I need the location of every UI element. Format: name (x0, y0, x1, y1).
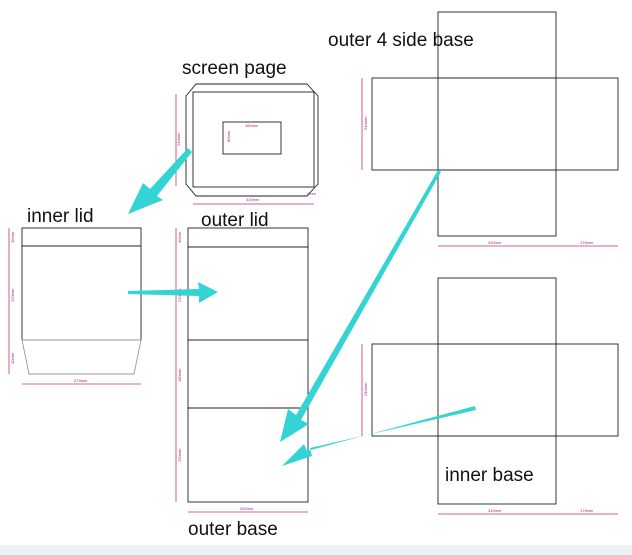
inner-lid-main-panel (21, 245, 142, 341)
inner-lid-mid-dim: 170mm (10, 288, 15, 302)
inner-base-top-panel (437, 277, 557, 345)
inner-lid-label: inner lid (27, 206, 94, 227)
outer4-flap-dim: 175mm (580, 240, 594, 245)
screen-page-label: screen page (182, 58, 287, 79)
outer-lid-low-panel (187, 339, 309, 409)
inner-base: inner base 240mm 310mm 175mm (361, 277, 619, 515)
inner-lid-width-dim: 274mm (74, 378, 88, 383)
outer-base-label: outer base (188, 519, 278, 540)
outer4-bottom-panel (437, 169, 557, 237)
outer-base: outer base 40mm 210mm 180mm 250mm 300mm (175, 228, 309, 540)
arrows (128, 148, 476, 466)
inner-base-label: inner base (445, 465, 534, 486)
arrow-inner-lid-to-outer-lid (128, 282, 218, 303)
outer4-middle-panel (371, 77, 619, 171)
screen-window (222, 121, 282, 155)
arrow-inner-base-to-outer-base (282, 406, 476, 466)
screen-page-panel (192, 91, 315, 188)
arrow-screen-to-inner-lid (128, 148, 192, 214)
screen-edge-dim: 4mm (307, 191, 317, 196)
inner-base-flap-dim: 175mm (580, 508, 594, 513)
outer-lid-base-dim: 250mm (177, 448, 182, 462)
bottom-strip (0, 545, 632, 555)
screen-page: screen page 160mm 80mm 240mm 310mm 4mm (175, 58, 319, 205)
screen-window-dim: 160mm (245, 123, 259, 128)
inner-base-width-dim: 310mm (488, 508, 502, 513)
inner-lid-top-dim: 40mm (10, 231, 15, 243)
inner-lid-bottom-flap (21, 339, 142, 375)
screen-width-dim: 310mm (246, 197, 260, 202)
outer4-width-dim: 310mm (488, 240, 502, 245)
inner-lid-top-strip (21, 227, 142, 247)
outer-base-width-dim: 300mm (240, 506, 254, 511)
inner-base-bottom-panel (437, 435, 557, 505)
inner-base-height-dim: 240mm (363, 382, 368, 396)
outer-lid-top-dim: 40mm (177, 231, 182, 243)
inner-lid-bottom-dim: 40mm (10, 352, 15, 364)
inner-base-middle-panel (371, 343, 619, 437)
screen-height-dim: 240mm (176, 132, 181, 146)
arrow-outer4-to-outer-base (280, 170, 441, 442)
screen-page-outline (185, 83, 319, 197)
outer-lid: outer lid (187, 210, 309, 409)
screen-window-h-dim: 80mm (226, 130, 231, 142)
outer-4-side-base-label: outer 4 side base (328, 30, 474, 51)
outer-4-side-base: outer 4 side base 240mm 310mm 175mm (328, 11, 619, 247)
outer-lid-label: outer lid (201, 210, 269, 231)
outer4-height-dim: 240mm (363, 116, 368, 130)
inner-lid: inner lid 40mm 170mm 40mm 274mm (8, 206, 142, 385)
outer-lid-low-dim: 180mm (177, 368, 182, 382)
